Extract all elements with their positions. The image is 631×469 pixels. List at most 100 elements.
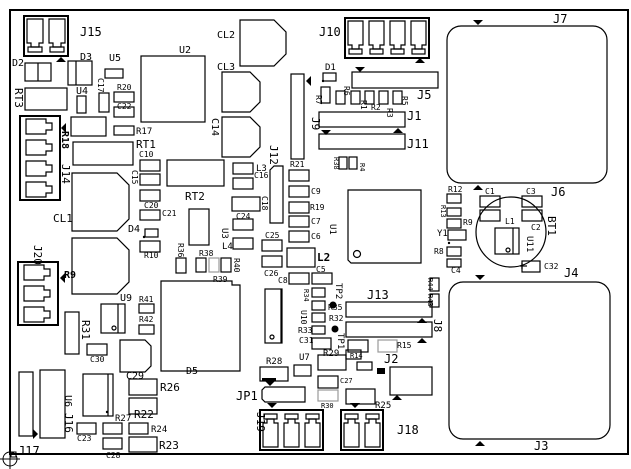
res-r26: [128, 378, 158, 396]
res-r19: [288, 201, 310, 214]
label-r5: R5: [400, 96, 409, 106]
res-r9: [446, 218, 462, 229]
label-r41: R41: [139, 295, 154, 304]
res-r35: [311, 300, 326, 311]
pin1-marker-j17: [33, 429, 38, 439]
res-r2: [364, 90, 375, 105]
cap-c23: [76, 422, 97, 435]
res-r21: [288, 169, 310, 182]
label-j1: J1: [407, 109, 421, 123]
label-r8: R8: [434, 247, 444, 256]
label-r19: R19: [310, 203, 325, 212]
label-j17: J17: [18, 444, 40, 458]
res-r7: [320, 86, 331, 104]
res-r6: [335, 90, 346, 105]
label-c22: C22: [117, 102, 132, 111]
terminal-j15: [23, 15, 69, 57]
label-j20: J20: [31, 245, 44, 265]
pin1-marker-j7: [473, 20, 483, 25]
cap-c30: [86, 343, 108, 356]
label-r26: R26: [160, 381, 180, 394]
label-jp1: JP1: [236, 389, 258, 403]
cap-c11: [71, 237, 130, 295]
battery-bt1: [475, 196, 547, 268]
label-r30: R30: [321, 402, 334, 410]
res-r32: [311, 312, 326, 323]
res-r25: [345, 388, 376, 405]
ic-u8-small: [356, 361, 373, 371]
cap-c22: [113, 106, 135, 118]
label-u6: U6: [62, 395, 73, 407]
cap-c1: [479, 195, 501, 208]
label-r43: R43: [426, 294, 434, 307]
label-l2: L2: [317, 251, 330, 264]
label-u8: U8: [377, 368, 385, 376]
res-r5: [378, 90, 389, 105]
terminal-j18: [340, 409, 384, 451]
label-r20: R20: [117, 83, 132, 92]
label-j9: J9: [309, 117, 322, 130]
label-c23: C23: [77, 434, 92, 443]
header-j11: [318, 133, 406, 150]
res-r38: [195, 257, 207, 273]
res-r1: [350, 90, 361, 105]
res-r44: [429, 277, 440, 292]
cap-c18: [231, 196, 261, 212]
ic-u7: [293, 364, 312, 377]
ic-u5: [104, 68, 124, 79]
label-j4: J4: [564, 266, 578, 280]
label-l1: L1: [505, 217, 515, 226]
cap-c21: [139, 209, 161, 221]
label-c25: C25: [265, 231, 280, 240]
label-cl1: CL1: [53, 212, 73, 225]
header-j17: [18, 371, 34, 437]
d4-pin1-dot: [142, 235, 146, 239]
cap-cl3: [221, 71, 261, 113]
cap-c17: [98, 92, 110, 113]
pin1-marker-j3: [475, 441, 485, 446]
res-r40: [220, 257, 232, 273]
label-c31: C31: [299, 336, 314, 345]
label-r12: R12: [448, 185, 463, 194]
label-r38: R38: [332, 157, 340, 170]
cap-c16: [232, 177, 254, 190]
pin1-marker-j18: [350, 403, 360, 408]
label-c26: C26: [264, 269, 279, 278]
cap-c10: [139, 159, 161, 172]
ic-u8: [389, 366, 433, 396]
cap-c2a: [479, 209, 501, 222]
label-c1: C1: [485, 187, 495, 196]
res-r29: [317, 354, 347, 371]
pin1-marker-j14: [61, 123, 66, 133]
header-j12: [269, 165, 284, 224]
label-d5: D5: [186, 366, 198, 377]
cap-c29: [119, 339, 152, 373]
cap-c9: [288, 185, 310, 198]
label-r25: R25: [375, 401, 391, 411]
inductor-l1: [494, 227, 520, 255]
label-r9: R9: [64, 270, 76, 281]
label-c24: C24: [236, 212, 251, 221]
label-r15: R15: [397, 341, 412, 350]
label-r39: R39: [213, 275, 228, 284]
res-r12: [446, 193, 462, 204]
label-c32: C32: [544, 262, 559, 271]
cap-c8: [288, 272, 310, 285]
pin1-marker-u8: [392, 395, 402, 400]
cap-c14: [221, 116, 261, 158]
label-bt1: BT1: [545, 216, 558, 236]
thermistor-rt2: [166, 159, 225, 187]
terminal-j10: [344, 17, 430, 59]
res-r20: [113, 91, 135, 103]
label-c8: C8: [278, 276, 288, 285]
res-r33: [311, 325, 326, 335]
label-u11: U11: [524, 236, 534, 252]
label-tp2: TP2: [333, 283, 343, 299]
label-r7: R7: [314, 95, 323, 105]
pin1-marker-j15: [56, 57, 66, 62]
pin1-marker-jp1: [267, 403, 277, 408]
label-r17: R17: [136, 127, 152, 137]
cap-c3: [521, 195, 543, 208]
label-d3: D3: [80, 52, 92, 63]
label-r2: R2: [371, 103, 381, 112]
